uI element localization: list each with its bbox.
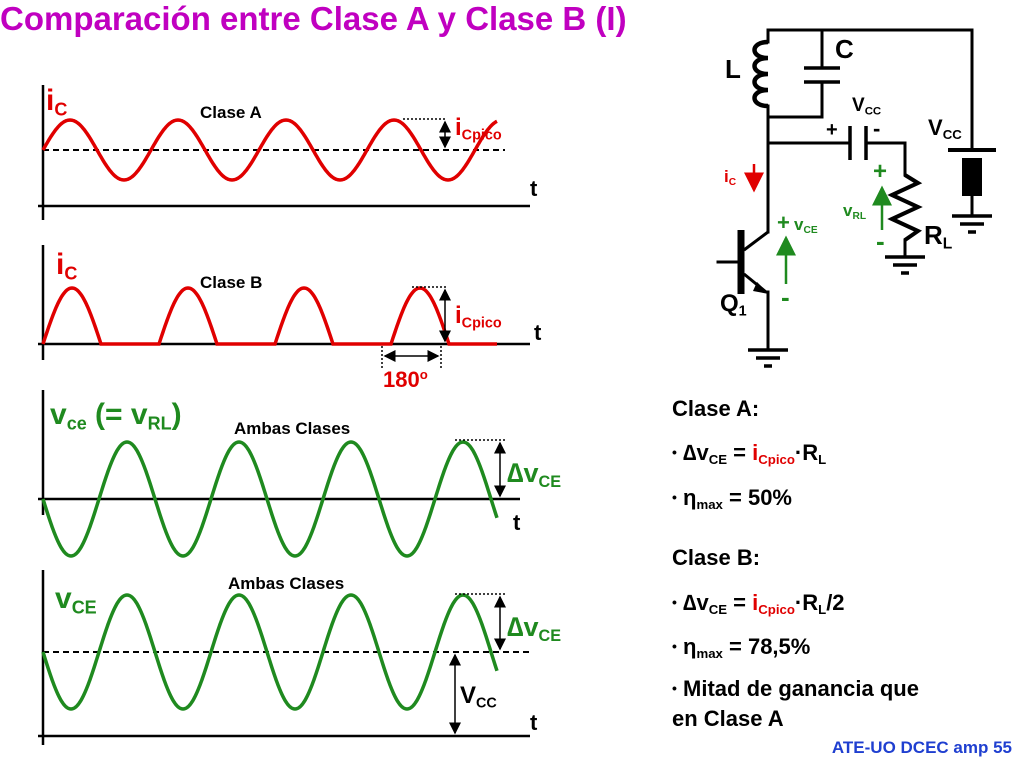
graph-b-ylabel: iC xyxy=(56,248,78,284)
rl-minus-sign: - xyxy=(876,226,885,256)
graph-a-waveform xyxy=(41,118,498,182)
vrl-label: vRL xyxy=(843,201,867,223)
coupling-vcc-label: VCC xyxy=(852,95,882,118)
graph-c-delta-marker xyxy=(455,439,506,498)
capacitor-c-label: C xyxy=(835,34,854,64)
class-b-heading: Clase B: xyxy=(672,545,761,570)
graph-d-ylabel: vCE xyxy=(55,582,97,618)
ground-emitter-icon xyxy=(748,348,788,368)
transistor-q1-symbol xyxy=(737,230,769,294)
graph-d-delta-label: ∆vCE xyxy=(507,612,562,645)
graph-c-axes xyxy=(38,390,520,515)
graph-b-caption: Clase B xyxy=(200,273,263,292)
ic-label: iC xyxy=(724,167,737,189)
graph-d-vcc-label: VCC xyxy=(460,682,497,712)
transistor-q1-label: Q1 xyxy=(720,290,747,320)
graph-c-delta-label: ∆vCE xyxy=(507,458,562,491)
graph-d-t-label: t xyxy=(530,710,538,735)
graph-a-peak-label: iCpico xyxy=(455,114,502,144)
ground-rl-icon xyxy=(885,255,925,275)
class-b-line-3: • Mitad de ganancia que xyxy=(672,676,919,701)
class-b-line-2: • ηmax = 78,5% xyxy=(672,634,811,661)
resistor-rl-symbol xyxy=(887,173,923,242)
graph-a-caption: Clase A xyxy=(200,103,262,122)
inductor-symbol xyxy=(752,39,769,109)
vce-plus-sign: + xyxy=(777,210,790,235)
resistor-rl-label: RL xyxy=(924,220,953,253)
graph-d-delta-marker xyxy=(455,593,506,651)
graph-d-waveform xyxy=(41,593,499,711)
graph-c-waveform xyxy=(41,440,499,558)
circuit-schematic xyxy=(716,28,974,352)
vce-label: vCE xyxy=(794,215,818,237)
graph-a-t-label: t xyxy=(530,176,538,201)
graph-b-waveform xyxy=(41,286,497,346)
battery-vcc-symbol xyxy=(948,148,996,196)
graph-b-t-label: t xyxy=(534,320,542,345)
class-a-heading: Clase A: xyxy=(672,396,760,421)
graph-b-peak-label: iCpico xyxy=(455,302,502,332)
graph-c-caption: Ambas Clases xyxy=(234,419,351,438)
graph-a-axes xyxy=(38,85,530,220)
graph-b-peak-marker xyxy=(412,286,451,343)
graph-b-angle-marker xyxy=(381,346,442,368)
graph-c-ylabel: vce (= vRL) xyxy=(50,398,182,434)
graph-a-ylabel: iC xyxy=(46,84,68,120)
vce-minus-sign: - xyxy=(781,282,790,312)
class-a-line-1: • ∆vCE = iCpico·RL xyxy=(672,440,827,467)
graph-c-t-label: t xyxy=(513,510,521,535)
graph-a-peak-marker xyxy=(403,118,451,149)
rl-plus-sign: + xyxy=(873,158,888,185)
coupling-minus-sign: - xyxy=(873,116,881,141)
ground-battery-icon xyxy=(952,214,992,234)
graph-b-angle-label: 180o xyxy=(383,366,428,392)
capacitor-c-symbol xyxy=(804,66,840,84)
footer-label: ATE-UO DCEC amp 55 xyxy=(831,738,1012,757)
graph-d-axes xyxy=(38,570,530,745)
coupling-capacitor-symbol xyxy=(848,126,868,160)
page-title: Comparación entre Clase A y Clase B (I) xyxy=(0,0,627,37)
inductor-label: L xyxy=(725,54,741,84)
battery-vcc-label: VCC xyxy=(928,115,962,142)
graph-d-caption: Ambas Clases xyxy=(228,574,345,593)
coupling-plus-sign: + xyxy=(826,119,838,141)
class-a-line-2: • ηmax = 50% xyxy=(672,485,792,512)
class-b-line-1: • ∆vCE = iCpico·RL/2 xyxy=(672,590,845,617)
class-b-line-3-cont: en Clase A xyxy=(672,706,784,731)
